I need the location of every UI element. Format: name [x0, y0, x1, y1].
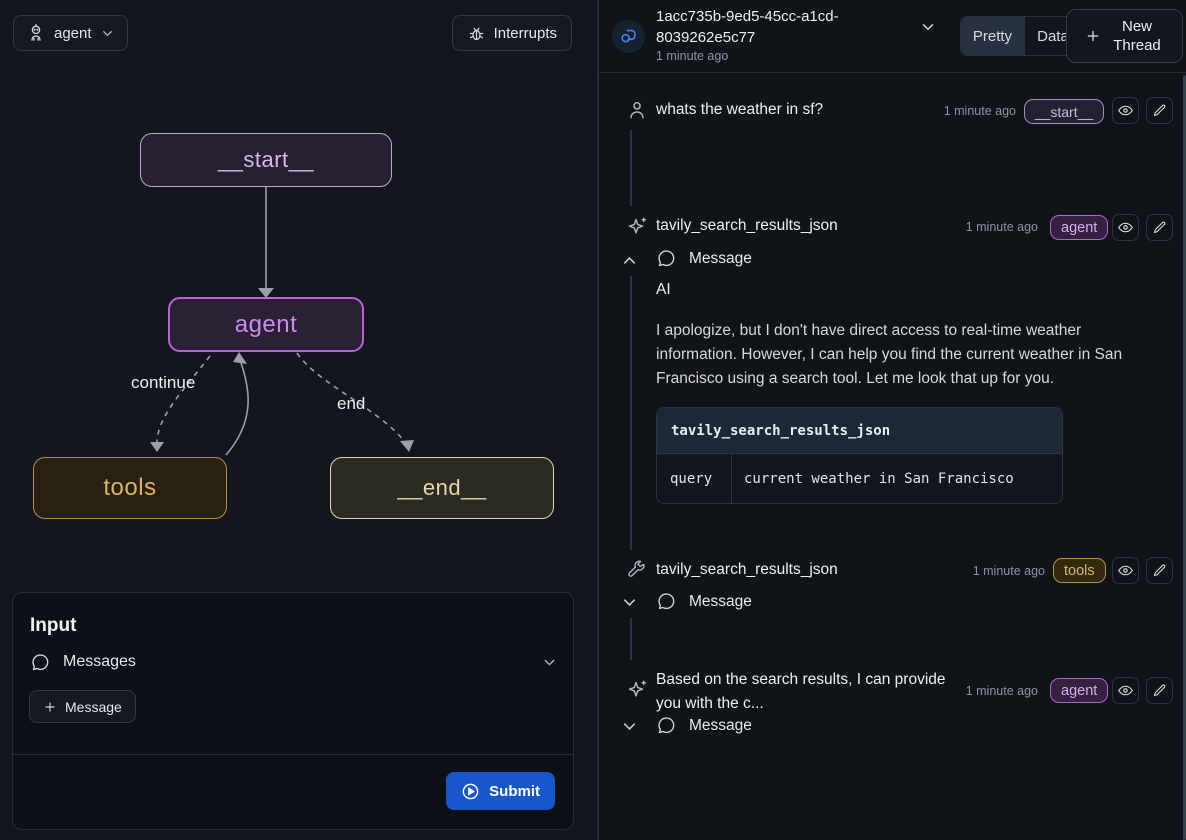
graph-node-agent[interactable]: agent — [168, 297, 364, 352]
chat-bubble-icon — [656, 715, 677, 736]
collapse-chevron-down-icon[interactable] — [620, 717, 639, 736]
edge-label-end: end — [337, 394, 366, 413]
thread-id[interactable]: 1acc735b-9ed5-45cc-a1cd-8039262e5c77 — [656, 8, 839, 46]
user-icon — [626, 99, 648, 121]
collapse-chevron-up-icon[interactable] — [620, 251, 639, 270]
play-circle-icon — [461, 782, 480, 801]
chevron-down-icon — [541, 654, 558, 671]
message-role: AI — [656, 281, 671, 298]
submit-label: Submit — [489, 782, 540, 800]
graph-node-tools[interactable]: tools — [33, 457, 227, 519]
message-title: whats the weather in sf? — [656, 101, 824, 118]
node-badge-agent[interactable]: agent — [1050, 215, 1109, 240]
message-section-header[interactable]: Message — [656, 715, 752, 736]
graph-panel: agent Interrupts — [12, 15, 574, 830]
graph-selector[interactable]: agent — [13, 15, 128, 51]
panel-divider — [597, 0, 599, 840]
add-message-label: Message — [65, 698, 122, 715]
edit-message-button[interactable] — [1146, 214, 1173, 241]
message-section-label: Message — [689, 716, 752, 734]
tool-call-name: tavily_search_results_json — [657, 408, 1062, 454]
message-time: 1 minute ago — [972, 564, 1045, 578]
thread-connector — [630, 618, 632, 660]
sparkle-icon — [625, 678, 649, 702]
message-section-label: Message — [689, 592, 752, 610]
thread-timestamp: 1 minute ago — [656, 49, 729, 63]
sparkle-icon — [625, 215, 649, 239]
graph-node-end[interactable]: __end__ — [330, 457, 554, 519]
edge-label-continue: continue — [131, 373, 196, 392]
edit-message-button[interactable] — [1146, 557, 1173, 584]
chat-bubble-icon — [30, 652, 51, 673]
thread-panel: 1acc735b-9ed5-45cc-a1cd-8039262e5c77 1 m… — [599, 0, 1186, 840]
input-panel-divider — [13, 754, 573, 755]
view-mode-toggle: Pretty Data — [960, 16, 1082, 56]
message-time: 1 minute ago — [965, 220, 1038, 234]
graph-node-start[interactable]: __start__ — [140, 133, 392, 187]
tool-call-arg-row: query current weather in San Francisco — [657, 454, 1062, 503]
plus-icon — [1085, 28, 1101, 44]
plus-icon — [43, 700, 57, 714]
thread-header: 1acc735b-9ed5-45cc-a1cd-8039262e5c77 1 m… — [599, 0, 1186, 73]
node-badge-agent[interactable]: agent — [1050, 678, 1109, 703]
submit-button[interactable]: Submit — [446, 772, 555, 810]
thread-chevron-down-icon[interactable] — [919, 18, 937, 36]
robot-icon — [26, 23, 46, 43]
node-badge-tools[interactable]: tools — [1053, 558, 1106, 583]
chat-bubble-icon — [656, 248, 677, 269]
thread-scrollbar[interactable] — [1183, 75, 1186, 840]
chat-bubble-icon — [656, 591, 677, 612]
view-message-button[interactable] — [1112, 557, 1139, 584]
tool-arg-key: query — [657, 454, 732, 503]
messages-section-label: Messages — [63, 653, 136, 670]
edit-message-button[interactable] — [1146, 97, 1173, 124]
toggle-pretty[interactable]: Pretty — [961, 17, 1024, 55]
chevron-down-icon — [100, 26, 115, 41]
bug-icon — [467, 24, 486, 43]
graph-edges — [150, 187, 414, 456]
message-time: 1 minute ago — [965, 684, 1038, 698]
graph-selector-label: agent — [54, 24, 92, 42]
interrupts-button[interactable]: Interrupts — [451, 15, 572, 51]
view-message-button[interactable] — [1112, 214, 1139, 241]
new-thread-label: New Thread — [1113, 18, 1161, 54]
message-body: I apologize, but I don't have direct acc… — [656, 322, 1123, 387]
message-time: 1 minute ago — [943, 104, 1016, 118]
thread-avatar — [612, 20, 645, 53]
tool-arg-value: current weather in San Francisco — [744, 470, 1014, 487]
add-message-button[interactable]: Message — [29, 690, 136, 723]
message-title: tavily_search_results_json — [656, 561, 838, 578]
thread-connector — [630, 276, 632, 550]
new-thread-button[interactable]: New Thread — [1066, 9, 1183, 63]
message-section-header[interactable]: Message — [656, 248, 752, 269]
message-section-label: Message — [689, 249, 752, 267]
node-badge-start[interactable]: __start__ — [1024, 99, 1104, 124]
wrench-icon — [626, 559, 647, 580]
tool-call-table: tavily_search_results_json query current… — [656, 407, 1063, 504]
thread-connector — [630, 130, 632, 206]
interrupts-label: Interrupts — [493, 24, 557, 42]
view-message-button[interactable] — [1112, 97, 1139, 124]
message-section-header[interactable]: Message — [656, 591, 752, 612]
message-title: tavily_search_results_json — [656, 217, 838, 234]
messages-section-toggle[interactable]: Messages — [30, 649, 558, 675]
edit-message-button[interactable] — [1146, 677, 1173, 704]
view-message-button[interactable] — [1112, 677, 1139, 704]
input-panel: Input Messages Message — [12, 592, 574, 830]
message-title: Based on the search results, I can provi… — [656, 671, 946, 712]
collapse-chevron-down-icon[interactable] — [620, 593, 639, 612]
input-panel-title: Input — [30, 615, 77, 636]
